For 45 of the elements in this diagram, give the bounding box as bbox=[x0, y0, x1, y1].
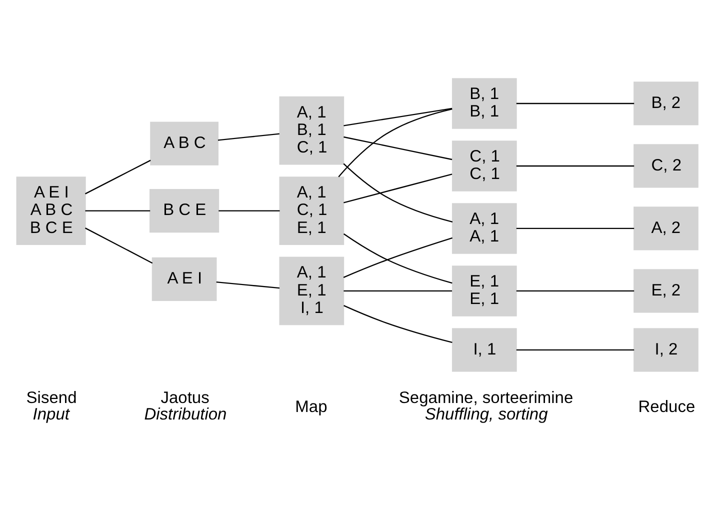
node-box: A E I A B C B C E bbox=[16, 176, 86, 244]
connector bbox=[343, 232, 452, 284]
label: Map bbox=[295, 398, 328, 416]
node-box: B C E bbox=[150, 188, 220, 232]
node-box: A E I bbox=[152, 256, 217, 300]
node-box: A B C bbox=[150, 121, 218, 165]
connector bbox=[343, 236, 452, 278]
node-box: I, 1 bbox=[452, 328, 517, 372]
node-box: B, 2 bbox=[634, 81, 698, 125]
node-box: A, 1 B, 1 C, 1 bbox=[279, 96, 344, 164]
label: Jaotus bbox=[160, 388, 210, 407]
node-box: B, 1 B, 1 bbox=[452, 78, 517, 128]
node-box: A, 2 bbox=[634, 206, 698, 250]
label: Input bbox=[32, 405, 70, 424]
connector bbox=[516, 290, 634, 292]
connector bbox=[338, 108, 452, 177]
node-box: I, 2 bbox=[634, 328, 698, 372]
node-box: A, 1 C, 1 E, 1 bbox=[279, 176, 344, 244]
label: Distribution bbox=[144, 405, 227, 424]
connector bbox=[216, 281, 280, 288]
connector bbox=[344, 107, 452, 126]
connector bbox=[218, 210, 280, 211]
node-box: C, 2 bbox=[634, 144, 698, 188]
connector bbox=[344, 290, 452, 292]
connector bbox=[516, 164, 634, 166]
node-box: C, 1 C, 1 bbox=[452, 140, 517, 191]
label: Shuffling, sorting bbox=[424, 405, 548, 424]
connector bbox=[344, 136, 452, 160]
connector bbox=[85, 159, 151, 194]
connector bbox=[344, 173, 452, 203]
node-box: E, 1 E, 1 bbox=[452, 265, 517, 316]
connector bbox=[516, 227, 634, 229]
connector bbox=[85, 210, 150, 211]
connector bbox=[344, 304, 452, 343]
label: Sisend bbox=[26, 388, 77, 407]
connector bbox=[85, 227, 153, 264]
connector bbox=[218, 132, 280, 140]
connector bbox=[516, 348, 634, 350]
node-box: A, 1 A, 1 bbox=[452, 202, 517, 254]
label: Segamine, sorteerimine bbox=[398, 388, 574, 407]
label: Reduce bbox=[638, 398, 696, 416]
connector bbox=[343, 162, 453, 222]
node-box: E, 2 bbox=[634, 268, 698, 312]
node-box: A, 1 E, 1 I, 1 bbox=[279, 256, 344, 325]
connector bbox=[516, 102, 634, 104]
